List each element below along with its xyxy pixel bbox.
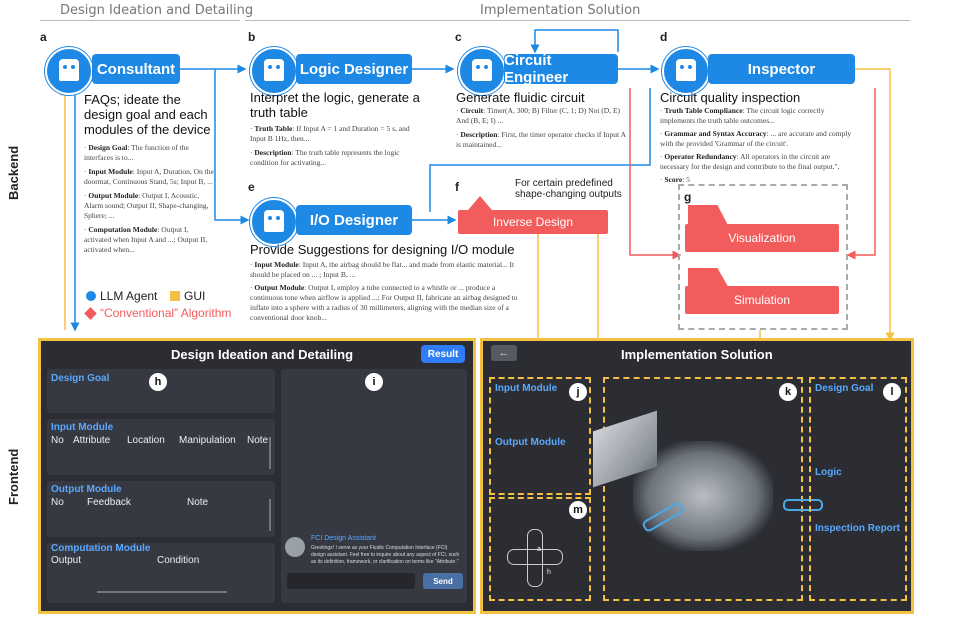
logic-details: · Truth Table: If Input A = 1 and Durati… xyxy=(250,124,410,167)
output-col-no: No xyxy=(51,497,64,508)
frontend-left-title: Design Ideation and Detailing xyxy=(171,347,354,362)
io-details: · Input Module: Input A, the airbag shou… xyxy=(250,260,518,322)
label-g: g xyxy=(684,190,692,204)
input-col-location: Location xyxy=(127,435,165,446)
io-module-panel xyxy=(489,377,591,495)
shape-horizontal-icon xyxy=(507,549,563,565)
assistant-avatar xyxy=(285,537,305,557)
chat-input[interactable] xyxy=(287,573,415,589)
input-scrollbar[interactable] xyxy=(269,437,271,469)
vis-sim-group xyxy=(678,184,848,330)
impl-logic-label: Logic xyxy=(815,467,842,478)
section-header-implementation: Implementation Solution xyxy=(480,3,641,18)
computation-module-label: Computation Module xyxy=(51,543,151,554)
legend-llm-dot-icon xyxy=(86,291,96,301)
computation-col-output: Output xyxy=(51,555,82,566)
input-col-manipulation: Manipulation xyxy=(179,435,236,446)
label-k: k xyxy=(779,383,797,401)
consultant-details: · Design Goal: The function of the inter… xyxy=(84,143,214,254)
visualization-algorithm: Visualization xyxy=(685,224,839,252)
input-col-attribute: Attribute xyxy=(73,435,111,446)
report-panel xyxy=(809,377,907,601)
label-c: c xyxy=(455,30,462,44)
computation-col-condition: Condition xyxy=(157,555,200,566)
assistant-name: FCI Design Assistant xyxy=(311,535,376,542)
inspector-robot-icon xyxy=(662,47,710,95)
label-e: e xyxy=(248,180,255,194)
output-module-label: Output Module xyxy=(51,484,122,495)
consultant-robot-icon xyxy=(45,47,93,95)
circuit-icon xyxy=(688,268,730,290)
inspector-title: Circuit quality inspection xyxy=(660,90,801,105)
circuit-engineer-robot-icon xyxy=(458,47,506,95)
label-i: i xyxy=(365,373,383,391)
inverse-design-algorithm: Inverse Design xyxy=(458,210,608,234)
design-goal-label: Design Goal xyxy=(51,373,110,384)
legend-algo: “Conventional” Algorithm xyxy=(84,306,231,320)
chat-assistant-panel: i FCI Design Assistant Greetings! I serv… xyxy=(281,369,467,603)
computation-scrollbar[interactable] xyxy=(97,591,227,593)
input-col-note: Note xyxy=(247,435,269,446)
result-button[interactable]: Result xyxy=(421,345,465,363)
legend-gui: GUI xyxy=(170,289,205,303)
output-scrollbar[interactable] xyxy=(269,499,271,531)
send-button[interactable]: Send xyxy=(423,573,463,589)
label-m: m xyxy=(569,501,587,519)
circuit-details: · Circuit: Timer(A, 300; B) Filter (C, 1… xyxy=(456,106,626,149)
label-a: a xyxy=(40,30,47,44)
io-designer-agent: I/O Designer xyxy=(296,205,412,235)
frontend-ideation-panel: Design Ideation and Detailing Result Des… xyxy=(38,338,476,614)
logic-designer-robot-icon xyxy=(250,47,298,95)
header-rule-left xyxy=(40,20,240,21)
dimension-a: a xyxy=(537,546,541,553)
consultant-title: FAQs; ideate the design goal and each mo… xyxy=(84,92,211,137)
impl-output-module-label: Output Module xyxy=(495,437,566,448)
impl-design-goal-label: Design Goal xyxy=(815,383,874,394)
inverse-design-preview xyxy=(489,497,591,601)
inspector-details: · Truth Table Compliance: The circuit lo… xyxy=(660,106,852,184)
output-module-card[interactable]: Output Module No Feedback Note xyxy=(47,481,275,537)
logic-title: Interpret the logic, generate a truth ta… xyxy=(250,90,420,120)
io-title: Provide Suggestions for designing I/O mo… xyxy=(250,242,515,257)
inverse-design-note: For certain predefined shape-changing ou… xyxy=(515,178,622,200)
frontend-right-title: Implementation Solution xyxy=(621,347,773,362)
io-designer-robot-icon xyxy=(250,198,298,246)
header-rule-right xyxy=(245,20,910,21)
frontend-implementation-panel: ← Implementation Solution Input Module O… xyxy=(480,338,914,614)
input-col-no: No xyxy=(51,435,64,446)
label-l: l xyxy=(883,383,901,401)
input-module-label: Input Module xyxy=(51,422,114,433)
simulation-algorithm: Simulation xyxy=(685,286,839,314)
3d-model-viewer[interactable] xyxy=(603,377,803,601)
label-f: f xyxy=(455,180,459,194)
input-module-card[interactable]: Input Module No Attribute Location Manip… xyxy=(47,419,275,475)
output-col-feedback: Feedback xyxy=(87,497,131,508)
label-d: d xyxy=(660,30,668,44)
label-h: h xyxy=(149,373,167,391)
design-goal-card: Design Goal h xyxy=(47,369,275,413)
legend-gui-square-icon xyxy=(170,291,180,301)
circuit-engineer-agent: Circuit Engineer xyxy=(504,52,618,86)
output-col-note: Note xyxy=(187,497,209,508)
legend-algo-diamond-icon xyxy=(84,306,97,320)
impl-input-module-label: Input Module xyxy=(495,383,558,394)
back-button[interactable]: ← xyxy=(491,345,517,361)
shape-vertical-icon xyxy=(527,529,543,587)
consultant-agent: Consultant xyxy=(92,54,180,84)
inspector-agent: Inspector xyxy=(708,54,855,84)
computation-module-card[interactable]: Computation Module Output Condition xyxy=(47,543,275,603)
legend-llm: LLM Agent xyxy=(86,289,157,303)
dimension-h: h xyxy=(547,569,551,576)
logic-designer-agent: Logic Designer xyxy=(296,54,412,84)
impl-inspection-report-label: Inspection Report xyxy=(815,523,901,534)
circuit-title: Generate fluidic circuit xyxy=(456,90,585,105)
section-header-ideation: Design Ideation and Detailing xyxy=(60,3,254,18)
tube-right-icon xyxy=(783,499,823,511)
assistant-message: Greetings! I serve as your Fluidic Compu… xyxy=(311,545,460,565)
label-b: b xyxy=(248,30,256,44)
label-j: j xyxy=(569,383,587,401)
fluidic-circuit-model-icon xyxy=(633,441,773,551)
